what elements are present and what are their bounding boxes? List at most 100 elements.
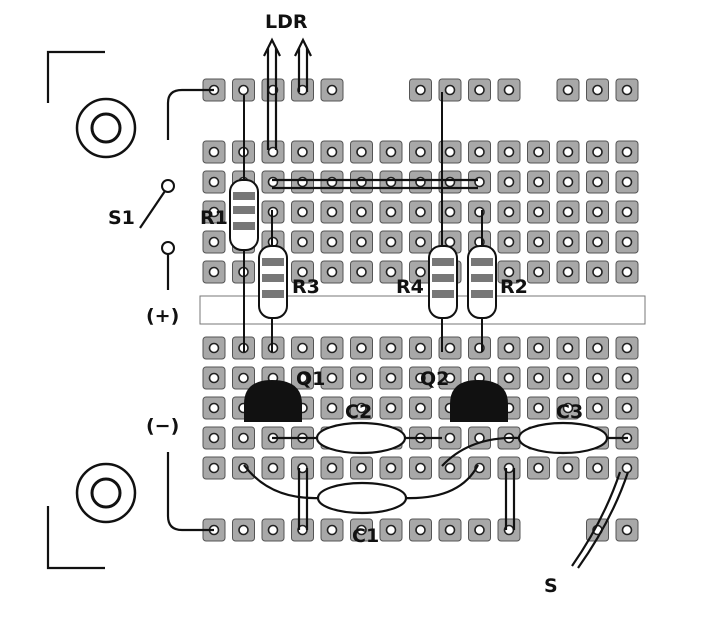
pad-hole xyxy=(562,402,574,414)
pad-hole xyxy=(208,462,220,474)
pad-hole xyxy=(297,176,308,188)
pad-hole xyxy=(326,524,338,536)
pad-hole xyxy=(562,462,574,474)
pad-hole xyxy=(621,266,633,278)
pad-hole xyxy=(533,206,544,218)
label-q1: Q1 xyxy=(296,368,325,390)
pad-hole xyxy=(562,342,574,354)
pad-hole xyxy=(238,84,249,96)
label-s1: S1 xyxy=(108,207,135,229)
pad-hole xyxy=(415,146,426,158)
pad-hole xyxy=(562,176,574,188)
pad-hole xyxy=(297,266,308,278)
transistor-q2 xyxy=(450,380,508,422)
pad-hole xyxy=(562,146,574,158)
pad-hole xyxy=(444,432,456,444)
pad-hole xyxy=(208,432,220,444)
capacitor-c1 xyxy=(316,481,408,515)
pad-hole xyxy=(208,206,220,218)
transistor-q1 xyxy=(244,380,302,422)
pad-hole xyxy=(621,462,633,474)
pad-hole xyxy=(415,206,426,218)
pad-hole xyxy=(415,176,426,188)
pad-hole xyxy=(326,462,338,474)
label-minus: (−) xyxy=(146,415,179,437)
pad-hole xyxy=(562,236,574,248)
pad-hole xyxy=(503,372,515,384)
pad-hole xyxy=(592,402,603,414)
resistor-r1 xyxy=(229,179,259,251)
label-c1: C1 xyxy=(352,525,379,547)
pad-hole xyxy=(297,206,308,218)
pad-hole xyxy=(385,266,397,278)
pad-hole xyxy=(208,176,220,188)
pad-hole xyxy=(592,146,603,158)
pad-hole xyxy=(385,402,397,414)
jack-top xyxy=(75,97,137,159)
resistor-r2 xyxy=(467,245,497,319)
pad-hole xyxy=(444,84,456,96)
pad-hole xyxy=(444,342,456,354)
pad-hole xyxy=(356,176,367,188)
pad-hole xyxy=(503,176,515,188)
pad-hole xyxy=(503,146,515,158)
pad-hole xyxy=(326,84,338,96)
pad-hole xyxy=(621,342,633,354)
pad-hole xyxy=(474,524,485,536)
pad-hole xyxy=(444,206,456,218)
pad-hole xyxy=(356,402,367,414)
pad-hole xyxy=(385,206,397,218)
pad-hole xyxy=(267,524,279,536)
pad-hole xyxy=(356,266,367,278)
pad-hole xyxy=(503,206,515,218)
label-r4: R4 xyxy=(396,276,424,298)
pad-hole xyxy=(562,84,574,96)
pad-hole xyxy=(267,462,279,474)
pad-hole xyxy=(385,372,397,384)
pad-hole xyxy=(562,206,574,218)
label-r1: R1 xyxy=(200,207,228,229)
pad-hole xyxy=(238,372,249,384)
pad-hole xyxy=(326,236,338,248)
label-r2: R2 xyxy=(500,276,528,298)
pad-hole xyxy=(356,462,367,474)
jack-bottom xyxy=(75,462,137,524)
pad-hole xyxy=(385,146,397,158)
pad-hole xyxy=(326,176,338,188)
pad-hole xyxy=(326,372,338,384)
pad-hole xyxy=(356,236,367,248)
pad-hole xyxy=(621,176,633,188)
pad-hole xyxy=(621,372,633,384)
pad-hole xyxy=(415,402,426,414)
pad-hole xyxy=(356,206,367,218)
pad-hole xyxy=(533,402,544,414)
pad-hole xyxy=(592,372,603,384)
pad-hole xyxy=(474,84,485,96)
pad-hole xyxy=(444,462,456,474)
pad-hole xyxy=(297,372,308,384)
pad-hole xyxy=(503,266,515,278)
pad-hole xyxy=(621,206,633,218)
pad-hole xyxy=(297,342,308,354)
pad-hole xyxy=(415,266,426,278)
label-r3: R3 xyxy=(292,276,320,298)
pad-hole xyxy=(592,206,603,218)
label-ldr: LDR xyxy=(265,11,308,33)
pad-hole xyxy=(415,462,426,474)
pad-hole xyxy=(592,176,603,188)
pad-hole xyxy=(385,524,397,536)
pad-hole xyxy=(385,176,397,188)
pad-hole xyxy=(533,372,544,384)
pad-hole xyxy=(326,146,338,158)
pad-hole xyxy=(621,236,633,248)
pad-hole xyxy=(533,176,544,188)
pad-hole xyxy=(474,146,485,158)
pad-hole xyxy=(208,402,220,414)
pad-hole xyxy=(385,342,397,354)
pad-hole xyxy=(356,146,367,158)
pad-hole xyxy=(385,462,397,474)
pad-hole xyxy=(267,176,279,188)
pad-hole xyxy=(297,146,308,158)
pad-hole xyxy=(356,342,367,354)
pad-hole xyxy=(208,266,220,278)
